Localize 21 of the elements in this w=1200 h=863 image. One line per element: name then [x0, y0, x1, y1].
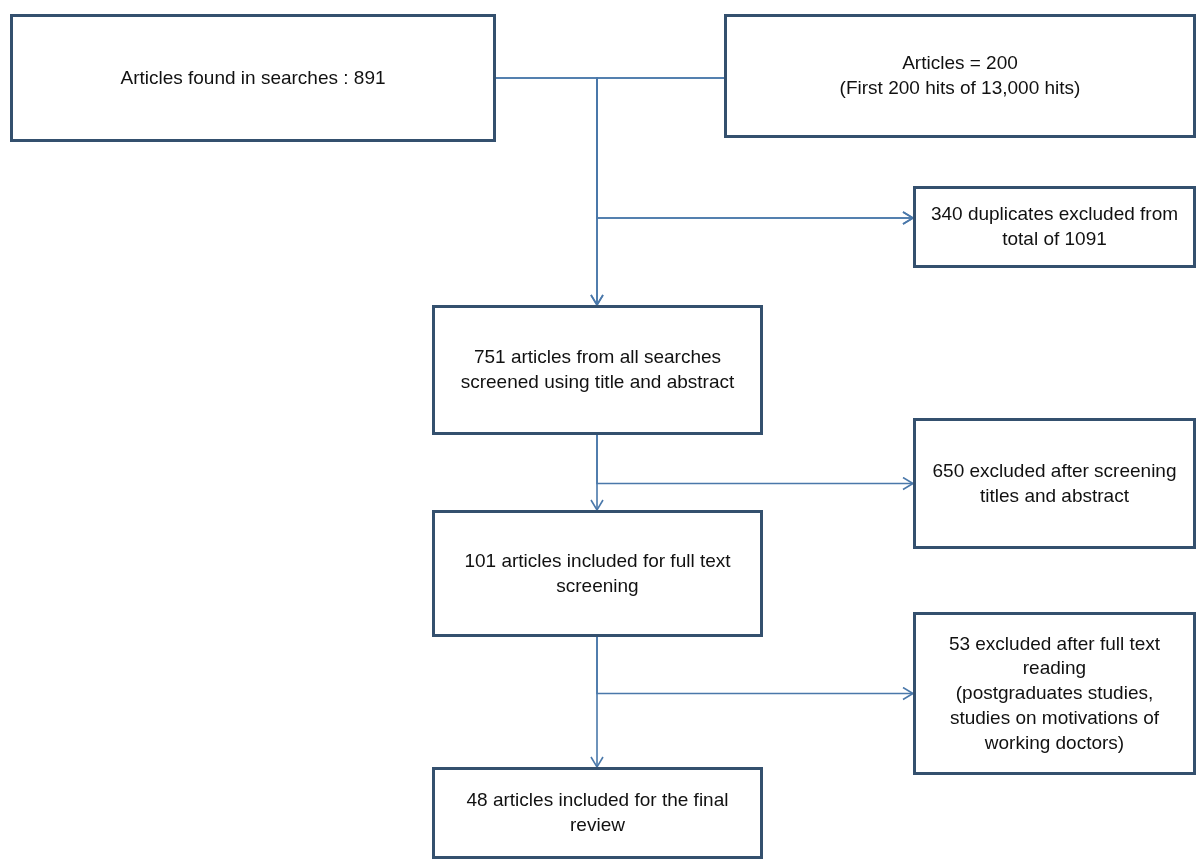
box-text: 48 articles included for the final review: [465, 788, 730, 837]
process-box: [10, 14, 496, 142]
box-text: 650 excluded after screening titles and abstract: [931, 458, 1178, 508]
box-text: 53 excluded after full text reading: [947, 631, 1162, 681]
box-text: (First 200 hits of 13,000 hits): [839, 76, 1081, 100]
box-text: 340 duplicates excluded from total of 1091: [929, 202, 1180, 251]
arrow: [596, 434, 914, 491]
process-box: [432, 510, 763, 637]
box-text: Articles = 200: [902, 51, 1018, 76]
box-text: 101 articles included for full text screening: [463, 548, 732, 598]
process-box: [724, 14, 1196, 138]
process-box: [432, 305, 763, 435]
box-text: Articles found in searches : 891: [120, 65, 386, 90]
arrow: [596, 636, 914, 701]
box-text: (postgraduates studies, studies on motivations of working doctors): [948, 681, 1161, 755]
box-text: 751 articles from all searches screened using title and abstract: [459, 345, 736, 394]
process-box: [432, 767, 763, 859]
process-box: [913, 418, 1196, 549]
process-box: [913, 612, 1196, 775]
arrow: [596, 77, 914, 225]
process-box: [913, 186, 1196, 268]
